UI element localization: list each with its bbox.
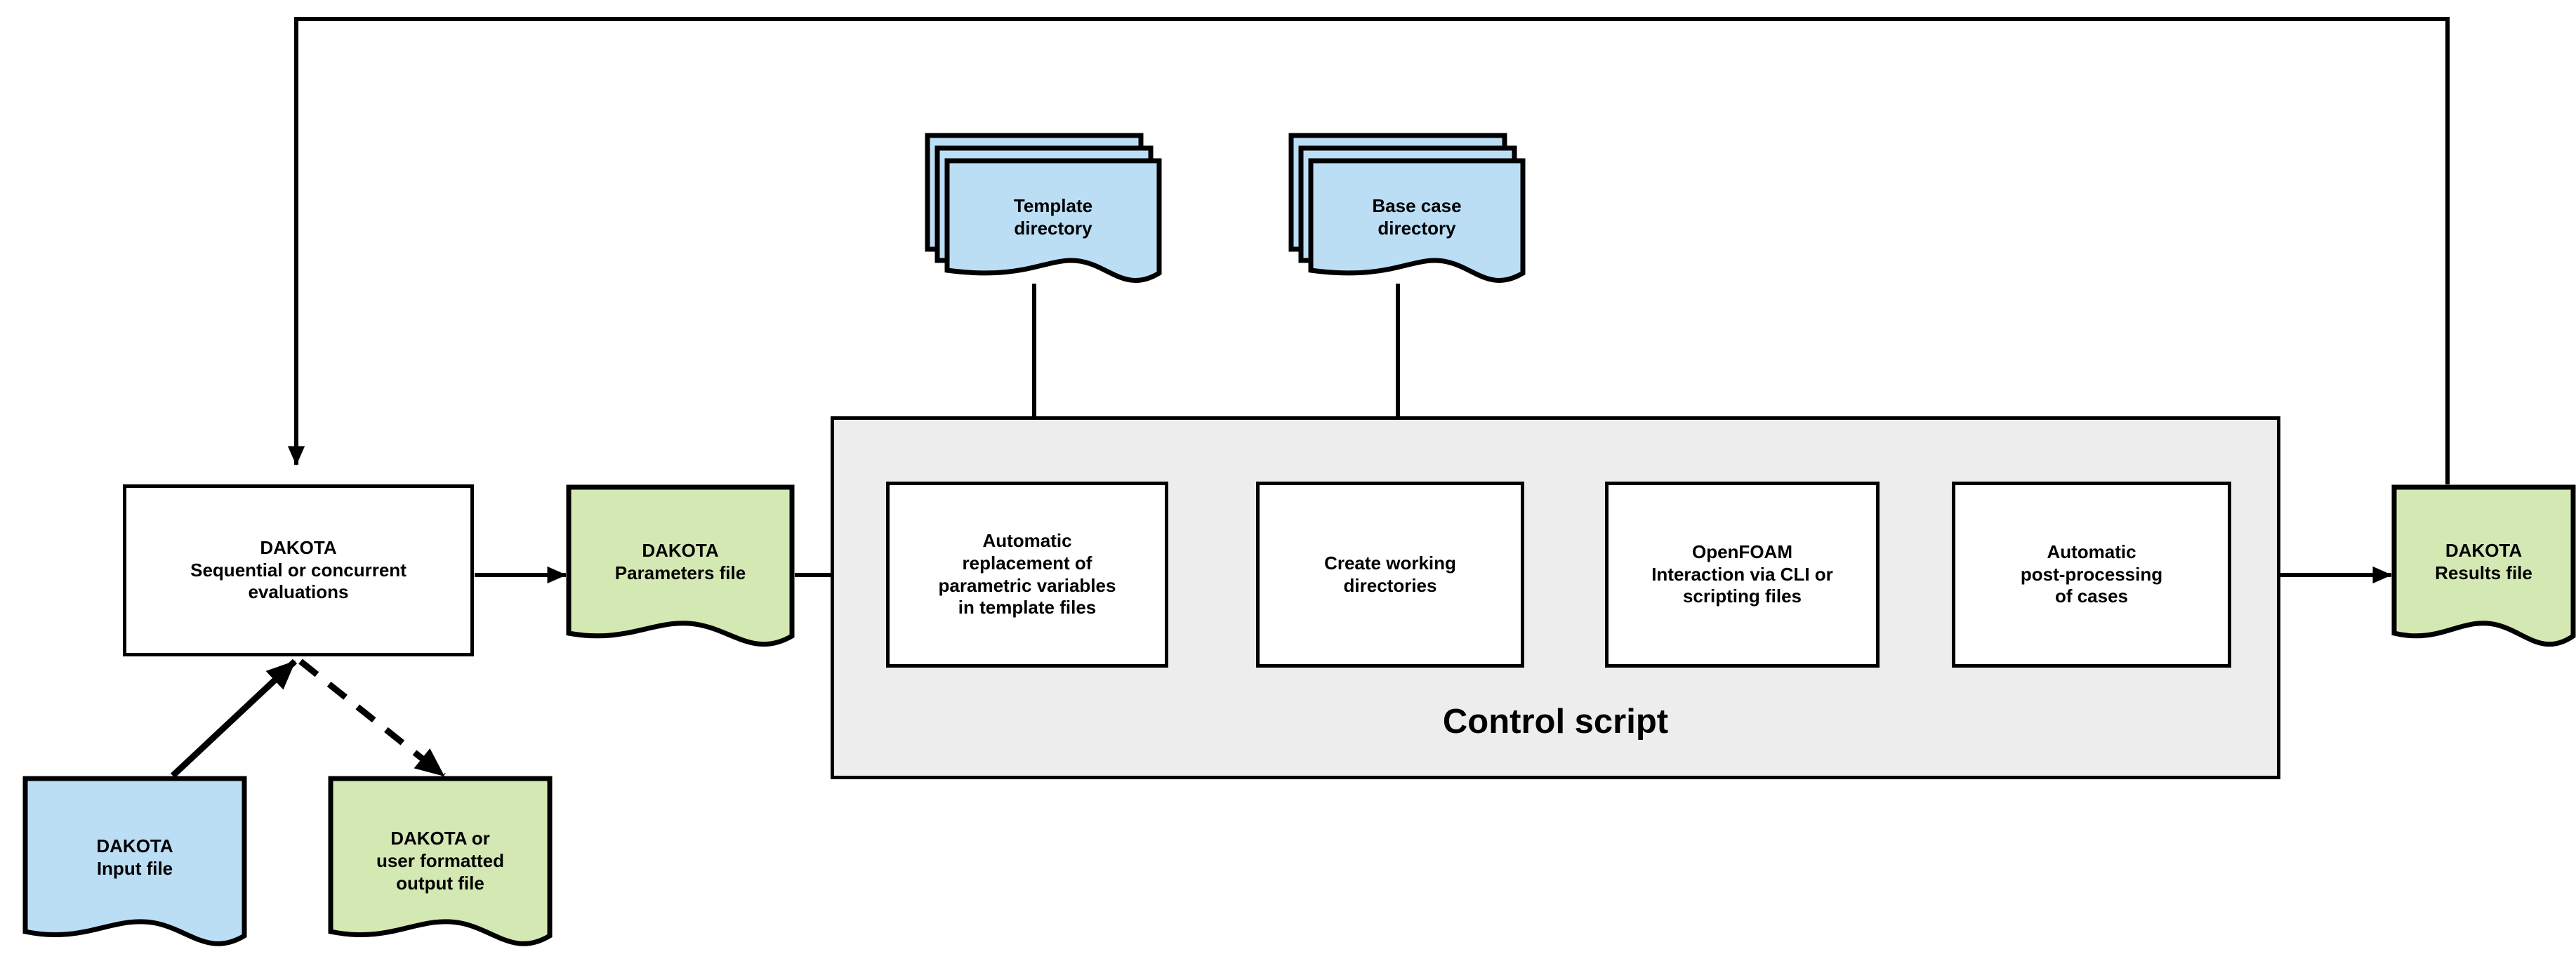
node-automatic-post-processing[interactable]: Automatic post-processing of cases — [1952, 482, 2231, 668]
node-dakota-output-file[interactable]: DAKOTA or user formatted output file — [328, 776, 553, 958]
node-base-case-directory[interactable]: Base case directory — [1273, 130, 1526, 295]
node-automatic-replacement[interactable]: Automatic replacement of parametric vari… — [886, 482, 1168, 668]
node-create-working-directories[interactable]: Create working directories — [1256, 482, 1524, 668]
node-dakota-parameters-file[interactable]: DAKOTA Parameters file — [566, 484, 795, 660]
control-script-label: Control script — [1442, 703, 1669, 741]
node-dakota-results-file[interactable]: DAKOTA Results file — [2391, 484, 2576, 660]
edge-driver-to-output — [298, 658, 446, 779]
node-openfoam-interaction[interactable]: OpenFOAM Interaction via CLI or scriptin… — [1605, 482, 1880, 668]
node-dakota-driver[interactable]: DAKOTA Sequential or concurrent evaluati… — [123, 484, 474, 656]
node-template-directory[interactable]: Template directory — [909, 130, 1162, 295]
edge-input-to-driver — [170, 658, 298, 779]
node-dakota-input-file[interactable]: DAKOTA Input file — [22, 776, 247, 958]
edge-results-feedback-to-driver — [287, 17, 2450, 484]
